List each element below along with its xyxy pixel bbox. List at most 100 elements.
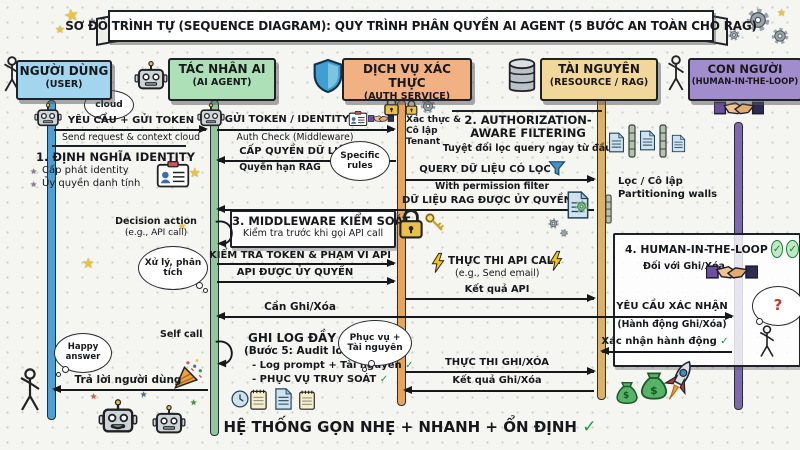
note-hitl-header: 4. HUMAN-IN-THE-LOOP ✓ ✓	[625, 240, 799, 258]
bubble-dot	[362, 367, 367, 372]
partition-wall-icon	[605, 194, 612, 224]
actor-resource-sub: (RESOURCE / RAG)	[549, 76, 649, 88]
label-tenant-isolation: Xác thực & Cô lập Tenant	[406, 115, 461, 147]
robot-icon	[134, 60, 168, 94]
partition-wall-icon	[659, 124, 667, 158]
note-middleware-title: 3. MIDDLEWARE KIỂM SOÁT	[232, 214, 411, 228]
actor-user-sub: (USER)	[45, 78, 83, 90]
arrow-grant-data	[216, 156, 396, 165]
arrow-reply-user	[52, 385, 208, 394]
msg-grant-data-label: CẤP QUYỀN DỮ LIỆU	[239, 146, 353, 157]
dollar-sign: $	[623, 391, 630, 401]
confetti-icon: ★	[140, 390, 148, 399]
msg-rag-authorized-label: DỮ LIỆU RAG ĐƯỢC ỦY QUYỀN	[402, 195, 572, 206]
handshake-icon	[368, 111, 394, 126]
dollar-sign: $	[650, 384, 658, 397]
note-middleware: 3. MIDDLEWARE KIỂM SOÁT Kiểm tra trước k…	[230, 210, 411, 248]
gear-icon	[559, 228, 569, 238]
notepad-icon	[249, 388, 268, 410]
note-filtering-sub: Tuyệt đối lọc query ngay từ đầu!	[442, 143, 617, 154]
actor-auth-sub: (AUTH SERVICE)	[363, 90, 451, 102]
msg-confirm-request-label: YÊU CẦU XÁC NHẬN	[616, 301, 728, 312]
padlock-icon	[394, 207, 428, 241]
gear-icon	[574, 199, 589, 214]
note-audit-sub: (Bước 5: Audit logs)	[244, 345, 362, 357]
msg-confirm-request-sub: (Hành động Ghi/Xóa)	[617, 319, 727, 330]
actor-human: CON NGƯỜI (HUMAN-IN-THE-LOOP)	[688, 58, 800, 101]
actor-resource-name: TÀI NGUYÊN	[558, 62, 640, 76]
actor-ai-agent: TÁC NHÂN AI (AI AGENT)	[168, 58, 276, 101]
arrow-rag-authorized	[216, 205, 594, 214]
bubble-dot	[203, 288, 208, 293]
actor-human-name: CON NGƯỜI	[707, 62, 783, 76]
clock-icon	[230, 389, 250, 409]
actor-agent-sub: (AI AGENT)	[192, 76, 252, 88]
footer-slogan: HỆ THỐNG GỌN NHẸ + NHANH + ỔN ĐỊNH ✓	[223, 417, 597, 437]
label-partition-l1: Lọc / Cô lập	[618, 176, 683, 187]
msg-need-write-label: Cần Ghi/Xóa	[264, 301, 336, 313]
label-api-call-l1: THỰC THI API CALL	[448, 255, 561, 267]
bubble-dot	[196, 282, 203, 289]
actor-human-sub: (HUMAN-IN-THE-LOOP)	[691, 76, 799, 87]
arrow-query-filtered	[405, 175, 596, 184]
msg-api-result-label: Kết quả API	[464, 284, 530, 295]
star-icon: ★	[189, 166, 201, 181]
robot-icon	[197, 102, 225, 130]
arrow-need-write-confirm-request	[216, 312, 734, 321]
bubble-dot	[368, 360, 375, 367]
happy-robot-icon	[98, 398, 138, 438]
actor-auth-service: DỊCH VỤ XÁC THỰC (AUTH SERVICE)	[342, 58, 472, 102]
actor-user: NGƯỜI DÙNG (USER)	[16, 60, 112, 100]
confetti-icon: ★	[90, 392, 98, 401]
question-thought-bubble: ?	[752, 286, 800, 326]
msg-send-token-sub: Auth Check (Middleware)	[236, 132, 354, 143]
note-identity-item-2: Ủy quyền danh tính	[42, 178, 141, 189]
funnel-icon	[548, 160, 566, 177]
id-badge-icon	[156, 161, 190, 189]
msg-request-token-label: YÊU CẦU + GỬI TOKEN	[67, 115, 195, 126]
msg-write-result-label: Kết quả Ghi/Xóa	[452, 375, 542, 386]
robot-icon	[34, 102, 62, 130]
partition-wall-icon	[628, 124, 636, 158]
note-middleware-sub: Kiểm tra trước khi gọi API call	[242, 228, 384, 239]
label-decision-l2: (e.g., API call)	[124, 228, 188, 238]
label-self-call: Self call	[160, 329, 203, 340]
msg-grant-data-sub: Quyền hạn RAG	[239, 162, 321, 173]
check-circle-icon: ✓	[770, 240, 784, 258]
msg-request-token-sub: Send request & context cloud	[61, 132, 201, 143]
msg-send-token-label: GỬI TOKEN / IDENTITY	[224, 114, 350, 125]
arrow-confirm-action	[600, 347, 732, 356]
arrow-api-authorized	[217, 277, 396, 286]
bubble-dot	[56, 372, 61, 377]
human-stick-figure-icon	[758, 324, 776, 362]
document-icon	[298, 389, 316, 410]
lifeline-ai-agent	[210, 100, 219, 436]
bubble-dot	[756, 318, 763, 325]
arrow-exec-write	[405, 367, 596, 376]
document-icon	[639, 130, 656, 151]
diagram-title: SƠ ĐỒ TRÌNH TỰ (SEQUENCE DIAGRAM): QUY T…	[65, 10, 757, 42]
msg-query-filtered-label: QUERY DỮ LIỆU CÓ LỌC	[419, 164, 551, 175]
arrow-request-token	[54, 125, 208, 134]
msg-exec-write-label: THỰC THI GHI/XÓA	[444, 357, 550, 368]
serve-thought-bubble: Phục vụ + Tài nguyên	[338, 320, 412, 366]
document-icon	[274, 388, 293, 410]
star-icon: ★	[178, 222, 187, 232]
sparkle-icon: ★	[88, 17, 97, 27]
note-hitl-title: 4. HUMAN-IN-THE-LOOP	[625, 242, 768, 256]
msg-query-filtered-sub: With permission filter	[434, 181, 550, 192]
label-api-call-l2: (e.g., Send email)	[455, 268, 540, 279]
arrow-api-result	[405, 294, 596, 303]
note-identity-title: 1. ĐỊNH NGHĨA IDENTITY	[36, 150, 196, 164]
note-filtering-line	[452, 110, 602, 112]
arrow-check-token	[217, 259, 396, 268]
happy-user-stick-figure-icon	[18, 366, 42, 418]
handshake-icon	[706, 258, 758, 286]
document-icon	[608, 132, 625, 153]
specific-rules-bubble: Specific rules	[330, 141, 390, 181]
arrow-write-result	[403, 386, 594, 395]
database-icon	[506, 57, 538, 95]
human-stick-figure-icon	[666, 54, 686, 96]
note-audit-title: GHI LOG ĐẦY ĐỦ	[248, 331, 360, 345]
